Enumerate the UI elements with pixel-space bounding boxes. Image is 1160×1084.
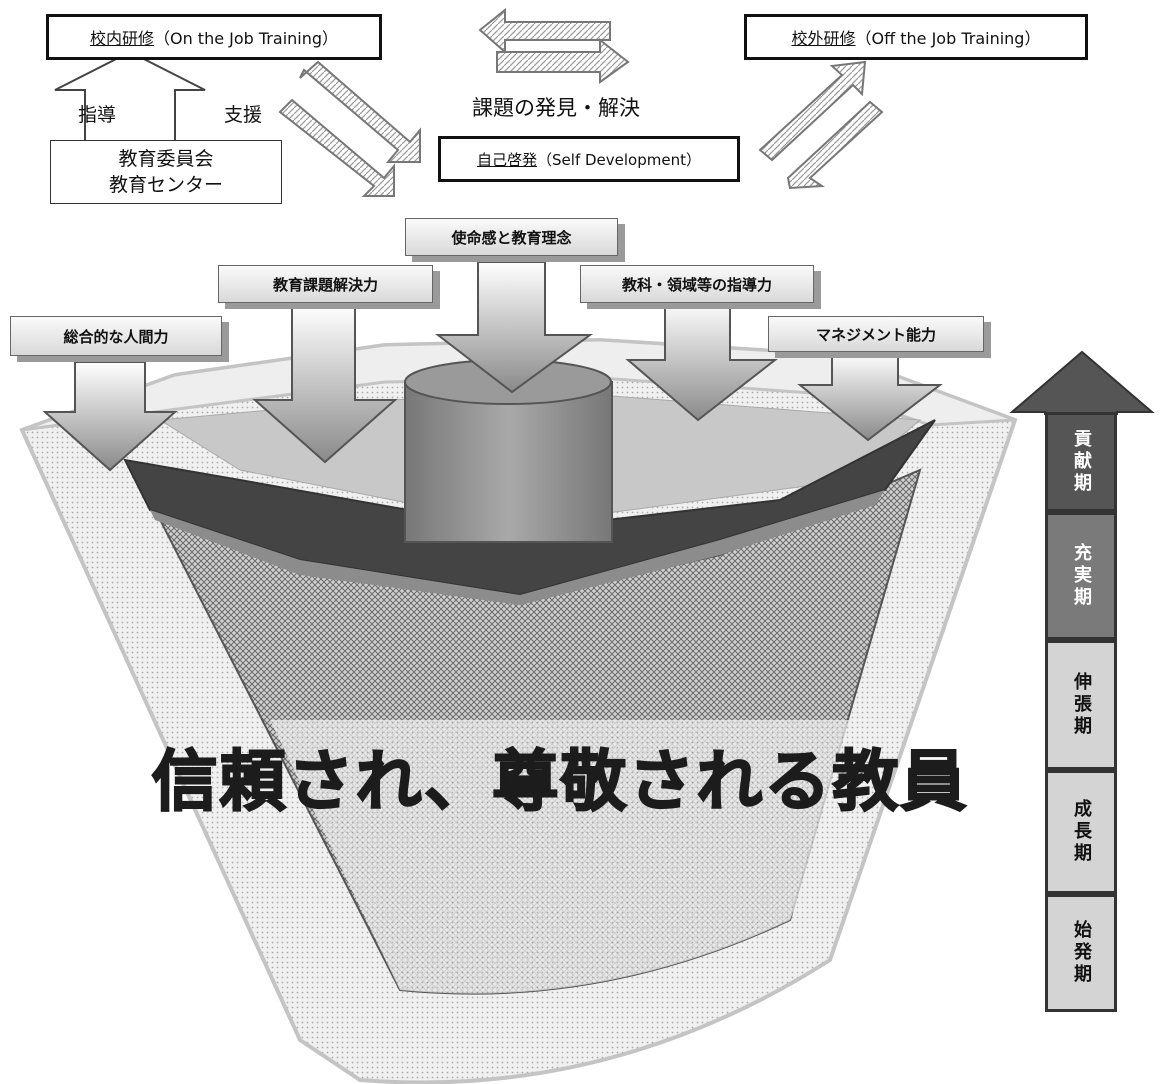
ability-board-2: 教育課題解決力 xyxy=(218,265,433,303)
stage-growth: 成長期 xyxy=(1045,770,1117,894)
arrow-down-1 xyxy=(42,361,178,472)
board-line2: 教育センター xyxy=(108,174,223,196)
stage-contribution: 貢献期 xyxy=(1045,412,1117,512)
stage-label-4: 成長期 xyxy=(1071,799,1092,865)
stage-fulfillment: 充実期 xyxy=(1045,512,1117,640)
issue-solving-label: 課題の発見・解決 xyxy=(472,96,640,120)
sd-box: 自己啓発（Self Development） xyxy=(438,136,740,182)
offjt-title: 校外研修 xyxy=(791,29,856,48)
arrow-down-4 xyxy=(625,299,778,422)
ojt-subtitle: （On the Job Training） xyxy=(153,29,339,48)
ability-board-4: 教科・領域等の指導力 xyxy=(580,265,814,303)
stage-label-5: 始発期 xyxy=(1071,920,1092,986)
sd-subtitle: （Self Development） xyxy=(537,150,701,169)
arrow-diag-left-2 xyxy=(278,98,395,197)
stage-label-2: 充実期 xyxy=(1071,543,1092,609)
board-of-education-box: 教育委員会 教育センター xyxy=(50,140,282,204)
main-title: 信頼され、尊敬される教員 xyxy=(151,742,969,821)
ability-board-3: 使命感と教育理念 xyxy=(405,218,618,256)
board-line1: 教育委員会 xyxy=(118,148,214,170)
support-label: 支援 xyxy=(224,104,263,126)
ojt-box: 校内研修（On the Job Training） xyxy=(46,14,382,60)
ability-board-5: マネジメント能力 xyxy=(768,316,984,352)
arrow-diag-right-2 xyxy=(786,100,884,190)
stage-label-1: 貢献期 xyxy=(1071,429,1092,495)
arrow-down-3 xyxy=(435,261,594,394)
center-cylinder-body xyxy=(404,381,613,543)
arrow-diag-right-1 xyxy=(758,60,867,162)
stage-start: 始発期 xyxy=(1045,894,1117,1012)
offjt-box: 校外研修（Off the Job Training） xyxy=(744,14,1088,60)
guidance-label: 指導 xyxy=(78,104,117,126)
sd-title: 自己啓発 xyxy=(477,150,538,169)
stage-extension: 伸張期 xyxy=(1045,640,1117,770)
arrow-down-5 xyxy=(797,351,943,442)
arrow-left-top xyxy=(478,7,611,55)
offjt-subtitle: （Off the Job Training） xyxy=(855,29,1041,48)
arrow-down-2 xyxy=(252,304,398,464)
ojt-title: 校内研修 xyxy=(89,29,154,48)
arrow-right-top xyxy=(496,37,630,84)
stage-label-3: 伸張期 xyxy=(1071,672,1092,738)
stage-arrow-head xyxy=(1009,350,1155,415)
layer-dark-edge xyxy=(150,490,885,605)
arrow-diag-left-1 xyxy=(299,60,421,163)
ability-board-1: 総合的な人間力 xyxy=(10,316,222,356)
inner-cone-lower xyxy=(270,720,870,994)
